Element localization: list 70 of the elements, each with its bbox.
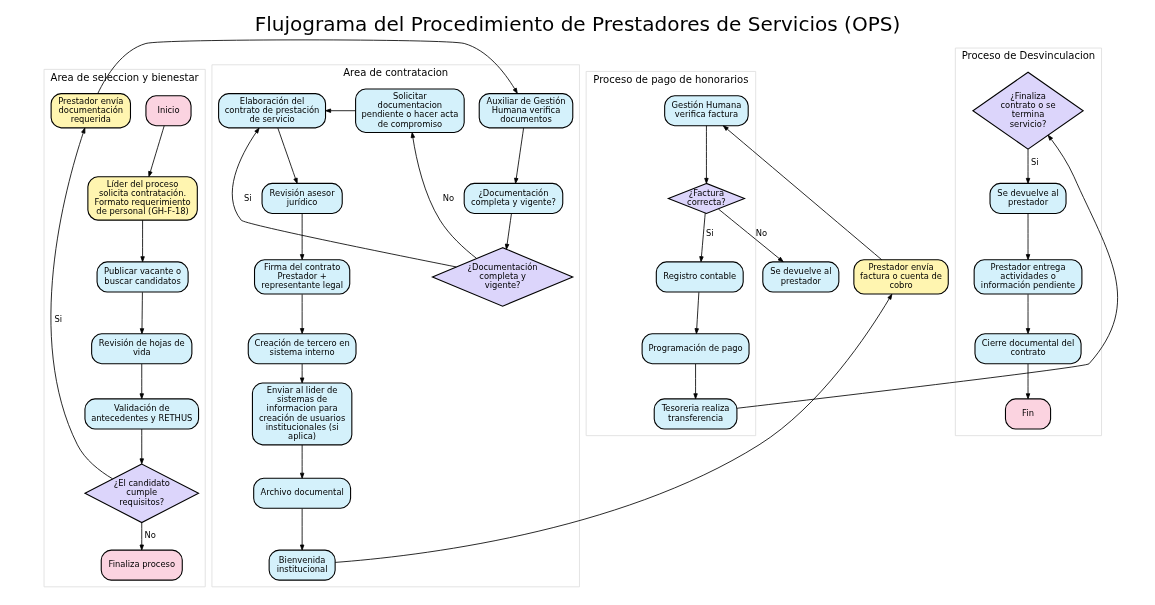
node-box: Inicio bbox=[145, 95, 192, 127]
arrow bbox=[299, 294, 305, 334]
node-box: Líder del proceso solicita contratación. Formato requerimiento de personal (GH-F-18) bbox=[87, 176, 198, 221]
arrow bbox=[139, 291, 145, 335]
arrow bbox=[231, 127, 457, 268]
arrow bbox=[1025, 363, 1031, 400]
diagram-title: Flujograma del Procedimiento de Prestadores de Servicios (OPS) bbox=[254, 11, 901, 36]
arrow bbox=[139, 522, 144, 551]
node-box: Publicar vacante o buscar candidatos bbox=[96, 261, 189, 293]
node-box: Archivo documental bbox=[253, 477, 352, 509]
arrow bbox=[139, 363, 144, 400]
arrow bbox=[1025, 213, 1031, 260]
arrow bbox=[50, 127, 113, 480]
edge-label: Si bbox=[244, 192, 252, 203]
node-box: Bienvenida institucional bbox=[268, 549, 336, 581]
node-box: Tesoreria realiza transferencia bbox=[653, 398, 738, 430]
arrow bbox=[736, 134, 1118, 409]
arrow bbox=[299, 508, 305, 551]
edge-label: No bbox=[755, 228, 768, 239]
arrow bbox=[140, 219, 145, 263]
node-box: Cierre documental del contrato bbox=[974, 333, 1082, 365]
node-box: Enviar al lider de sistemas de informacion para creación de usuarios institucionales (si aplica) bbox=[251, 382, 353, 446]
node-box: Auxiliar de Gestión Humana verifica documentos bbox=[478, 93, 574, 129]
arrow bbox=[717, 208, 784, 263]
arrow bbox=[325, 108, 356, 113]
arrow bbox=[504, 213, 512, 250]
arrow bbox=[299, 363, 305, 384]
arrow bbox=[148, 125, 165, 177]
node-box: Revisión de hojas de vida bbox=[91, 333, 193, 365]
node-box: Se devuelve al prestador bbox=[989, 182, 1067, 214]
arrow bbox=[299, 444, 305, 479]
arrow bbox=[699, 212, 706, 263]
arrow bbox=[299, 213, 305, 260]
node-box: Programación de pago bbox=[641, 333, 750, 365]
edge-label: Si bbox=[1030, 157, 1039, 168]
node-box: Firma del contrato Prestador + representante legal bbox=[253, 259, 351, 295]
node-diamond: ¿El candidato cumple requisitos? bbox=[83, 463, 200, 524]
edge-label: Si bbox=[54, 314, 63, 325]
arrow bbox=[1025, 294, 1031, 334]
node-box: Revisión asesor jurídico bbox=[261, 182, 343, 214]
node-box: Prestador envía documentación requerida bbox=[50, 93, 132, 129]
arrow bbox=[694, 291, 700, 335]
node-box: Solicitar documentacion pendiente o hacer acta de compromiso bbox=[355, 88, 465, 133]
arrow bbox=[410, 132, 477, 259]
arrow bbox=[277, 127, 298, 184]
node-box: ¿Documentación completa y vigente? bbox=[463, 182, 564, 214]
arrow bbox=[1025, 148, 1031, 184]
edge-label: No bbox=[144, 530, 156, 541]
edge-label: Si bbox=[705, 228, 714, 239]
arrow bbox=[97, 39, 518, 94]
arrow bbox=[704, 125, 709, 184]
node-box: Gestión Humana verifica factura bbox=[664, 95, 749, 127]
arrow bbox=[693, 363, 698, 400]
arrow bbox=[139, 428, 144, 465]
arrow bbox=[334, 293, 893, 563]
node-box: Creación de tercero en sistema interno bbox=[247, 333, 357, 365]
node-box: Finaliza proceso bbox=[100, 549, 183, 581]
node-box: Registro contable bbox=[655, 261, 744, 293]
node-box: Se devuelve al prestador bbox=[762, 261, 840, 293]
edge-label: No bbox=[442, 192, 454, 203]
arrow bbox=[514, 127, 524, 184]
node-box: Elaboración del contrato de prestación de servicio bbox=[218, 93, 327, 129]
node-box: Validación de antecedentes y RETHUS bbox=[84, 398, 200, 430]
node-diamond: ¿Finaliza contrato o se termina servicio? bbox=[971, 71, 1085, 150]
node-diamond: ¿Documentación completa y vigente? bbox=[431, 247, 575, 307]
node-diamond: ¿Factura correcta? bbox=[666, 182, 746, 215]
node-box: Fin bbox=[1004, 398, 1052, 430]
arrow bbox=[722, 125, 883, 261]
node-box: Prestador envía factura o cuenta de cobro bbox=[853, 259, 949, 295]
node-box: Prestador entrega actividades o información pendiente bbox=[973, 259, 1083, 295]
